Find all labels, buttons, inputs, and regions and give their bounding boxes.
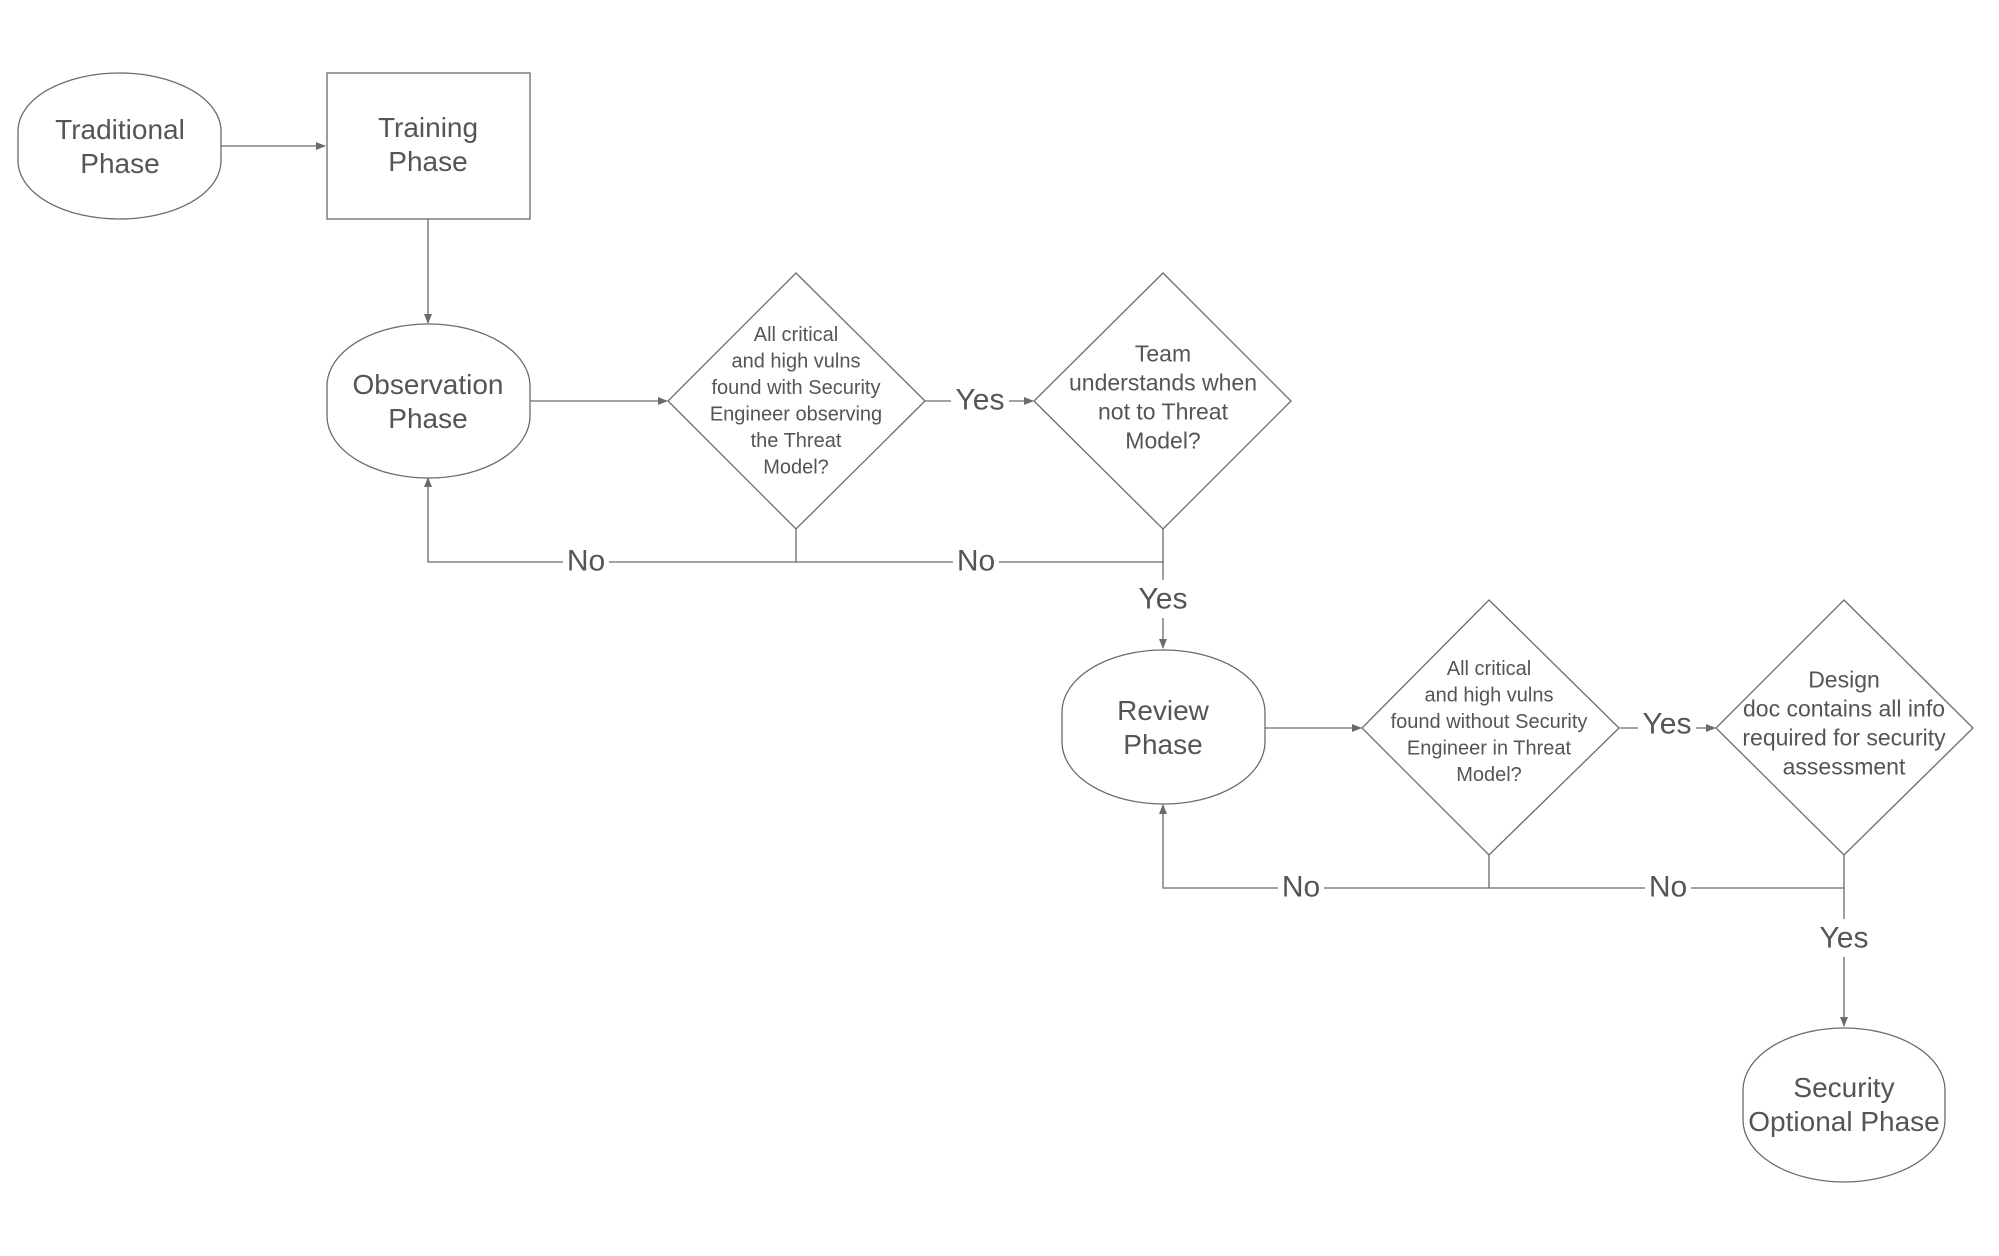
label-observe-no: No — [567, 545, 605, 578]
node-label-line: Model? — [1125, 428, 1200, 454]
node-label-line: Optional Phase — [1748, 1106, 1939, 1137]
node-label-line: assessment — [1783, 754, 1906, 780]
label-review-yes: Yes — [1643, 708, 1692, 741]
decision-vulns-without-engineer: All critical and high vulns found without … — [1361, 599, 1620, 856]
decision-design-doc-label: Design doc contains all info required for … — [1742, 667, 1946, 780]
node-label-line: doc contains all info — [1743, 696, 1945, 722]
node-label-line: Engineer in Threat — [1407, 738, 1572, 760]
edges — [221, 142, 1848, 1027]
label-observe-yes: Yes — [956, 384, 1005, 417]
edge-decision-observe-no — [424, 477, 797, 563]
decision-vulns-with-engineer: All critical and high vulns found with Sec… — [667, 272, 926, 530]
label-design-no: No — [1649, 871, 1687, 904]
node-label-line: Model? — [763, 456, 829, 478]
node-label-line: Model? — [1456, 764, 1522, 786]
node-label-line: required for security — [1742, 725, 1946, 751]
node-label-line: All critical — [754, 324, 838, 346]
node-label-line: Phase — [1123, 729, 1202, 760]
node-label-line: Phase — [80, 148, 159, 179]
edge-decision-review-no — [1159, 804, 1490, 889]
decision-vulns-without-engineer-label: All critical and high vulns found without … — [1391, 658, 1588, 786]
node-label-line: Phase — [388, 403, 467, 434]
node-label-line: Training — [378, 112, 478, 143]
node-label-line: Phase — [388, 146, 467, 177]
node-label-line: Design — [1808, 667, 1880, 693]
node-label-line: Team — [1135, 341, 1191, 367]
node-label-line: found without Security — [1391, 711, 1588, 733]
node-label-line: Engineer observing — [710, 403, 882, 425]
node-label-line: All critical — [1447, 658, 1531, 680]
label-team-yes: Yes — [1139, 583, 1188, 616]
label-team-no: No — [957, 545, 995, 578]
node-label-line: the Threat — [751, 430, 842, 452]
node-label-line: and high vulns — [1425, 685, 1554, 707]
node-label-line: found with Security — [712, 377, 881, 399]
node-label-line: and high vulns — [732, 350, 861, 372]
node-label-line: understands when — [1069, 370, 1257, 396]
node-label-line: Review — [1117, 695, 1210, 726]
node-label-line: Observation — [353, 369, 504, 400]
node-label-line: not to Threat — [1098, 399, 1229, 425]
label-review-no: No — [1282, 871, 1320, 904]
decision-design-doc: Design doc contains all info required for … — [1715, 599, 1974, 856]
node-label-line: Security — [1793, 1072, 1894, 1103]
edge-labels: Yes No No Yes Yes No No Yes — [563, 381, 1873, 957]
decision-vulns-with-engineer-label: All critical and high vulns found with Sec… — [710, 324, 882, 479]
node-label-line: Traditional — [55, 114, 185, 145]
label-design-yes: Yes — [1820, 922, 1869, 955]
